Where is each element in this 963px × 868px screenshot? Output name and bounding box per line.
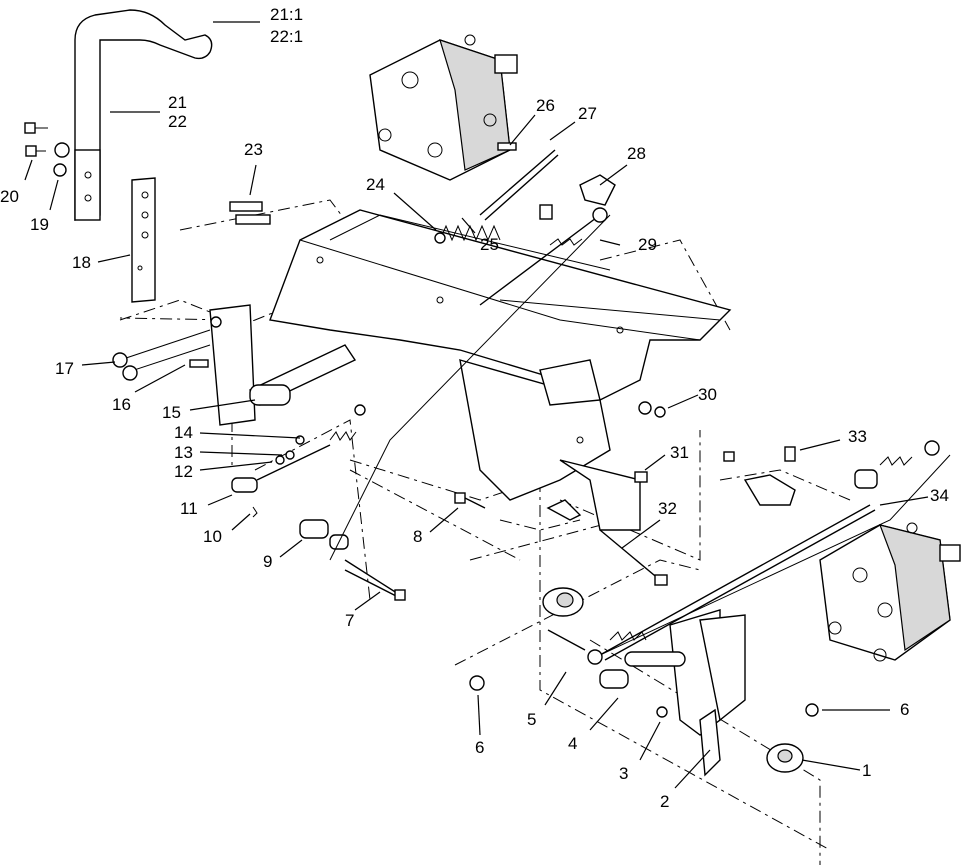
control-rod-29 bbox=[479, 207, 608, 306]
callout-21-1: 21:1 bbox=[270, 5, 303, 24]
top-hydraulic-pump bbox=[369, 34, 518, 181]
bracket-18 bbox=[131, 177, 156, 303]
callout-22-1: 22:1 bbox=[270, 27, 303, 46]
callout-20: 20 bbox=[0, 187, 19, 206]
callout-32: 32 bbox=[658, 499, 677, 518]
callout-9: 9 bbox=[263, 552, 272, 571]
callout-29: 29 bbox=[638, 235, 657, 254]
bottom-hydraulic-pump bbox=[819, 522, 961, 662]
callout-2: 2 bbox=[660, 792, 669, 811]
callout-12: 12 bbox=[174, 462, 193, 481]
bearings bbox=[469, 587, 819, 773]
control-arm-assembly bbox=[112, 304, 357, 426]
callout-27: 27 bbox=[578, 104, 597, 123]
callout-28: 28 bbox=[627, 144, 646, 163]
callout-10: 10 bbox=[203, 527, 222, 546]
callout-34: 34 bbox=[930, 486, 949, 505]
callout-3: 3 bbox=[619, 764, 628, 783]
callout-6-right: 6 bbox=[900, 700, 909, 719]
callout-16: 16 bbox=[112, 395, 131, 414]
callout-25: 25 bbox=[480, 235, 499, 254]
bolts-7-8 bbox=[344, 492, 486, 601]
callout-1: 1 bbox=[862, 761, 871, 780]
callout-17: 17 bbox=[55, 359, 74, 378]
callout-24: 24 bbox=[366, 175, 385, 194]
callout-18: 18 bbox=[72, 253, 91, 272]
callout-11: 11 bbox=[180, 499, 198, 518]
callout-8: 8 bbox=[413, 527, 422, 546]
callout-4: 4 bbox=[568, 734, 577, 753]
bolts-23 bbox=[229, 201, 271, 225]
callout-21: 21 bbox=[168, 93, 187, 112]
bolts-19-20 bbox=[24, 122, 70, 177]
hardware-30-33 bbox=[546, 401, 796, 586]
callout-23: 23 bbox=[244, 140, 263, 159]
callout-19: 19 bbox=[30, 215, 49, 234]
rod-end-assembly-left bbox=[231, 404, 401, 596]
callout-31: 31 bbox=[670, 443, 689, 462]
control-bracket-bottom bbox=[599, 609, 746, 777]
callout-33: 33 bbox=[848, 427, 867, 446]
callout-30: 30 bbox=[698, 385, 717, 404]
callout-labels: 21:1 22:1 21 22 23 20 19 18 17 16 15 14 … bbox=[0, 5, 949, 811]
callout-5: 5 bbox=[527, 710, 536, 729]
control-handle bbox=[74, 9, 213, 221]
callout-22: 22 bbox=[168, 112, 187, 131]
callout-13: 13 bbox=[174, 443, 193, 462]
callout-7: 7 bbox=[345, 611, 354, 630]
leader-lines bbox=[24, 21, 929, 789]
spring-rod-assembly-top bbox=[434, 142, 616, 244]
spring-rod-assembly-bottom bbox=[587, 440, 940, 665]
main-frame bbox=[269, 209, 732, 531]
callout-6-left: 6 bbox=[475, 738, 484, 757]
callout-26: 26 bbox=[536, 96, 555, 115]
linkage-lines bbox=[329, 214, 951, 656]
callout-14: 14 bbox=[174, 423, 193, 442]
callout-15: 15 bbox=[162, 403, 181, 422]
